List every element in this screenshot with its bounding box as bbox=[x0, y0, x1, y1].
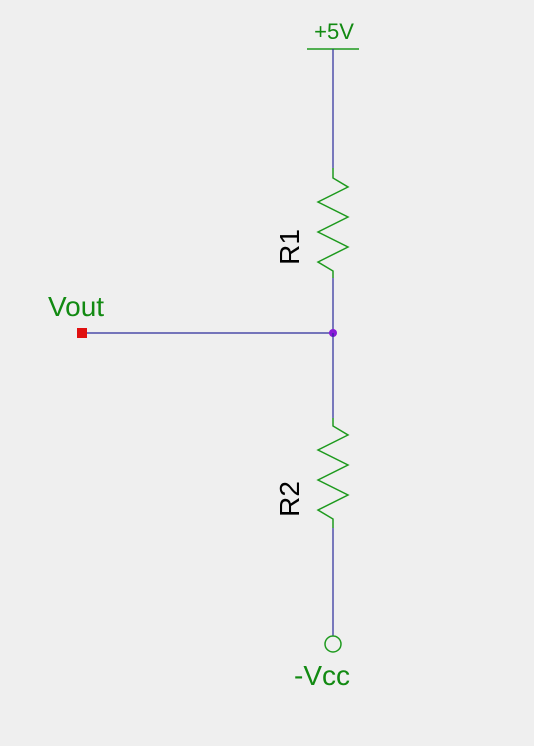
resistor-r1-body bbox=[316, 168, 350, 278]
resistor-r2[interactable]: R2 bbox=[274, 418, 350, 528]
resistor-r1[interactable]: R1 bbox=[274, 168, 350, 278]
resistor-r2-label: R2 bbox=[274, 481, 305, 517]
supply-negative-terminal bbox=[324, 635, 342, 653]
supply-negative-label: -Vcc bbox=[294, 660, 350, 691]
output-port-marker bbox=[77, 328, 87, 338]
resistor-r1-label: R1 bbox=[274, 229, 305, 265]
supply-positive[interactable]: +5V bbox=[307, 19, 359, 50]
output-port-label: Vout bbox=[48, 291, 104, 322]
supply-positive-label: +5V bbox=[314, 19, 354, 44]
resistor-r2-body bbox=[316, 418, 350, 528]
output-port-vout[interactable]: Vout bbox=[48, 291, 104, 338]
supply-negative[interactable]: -Vcc bbox=[294, 635, 350, 691]
